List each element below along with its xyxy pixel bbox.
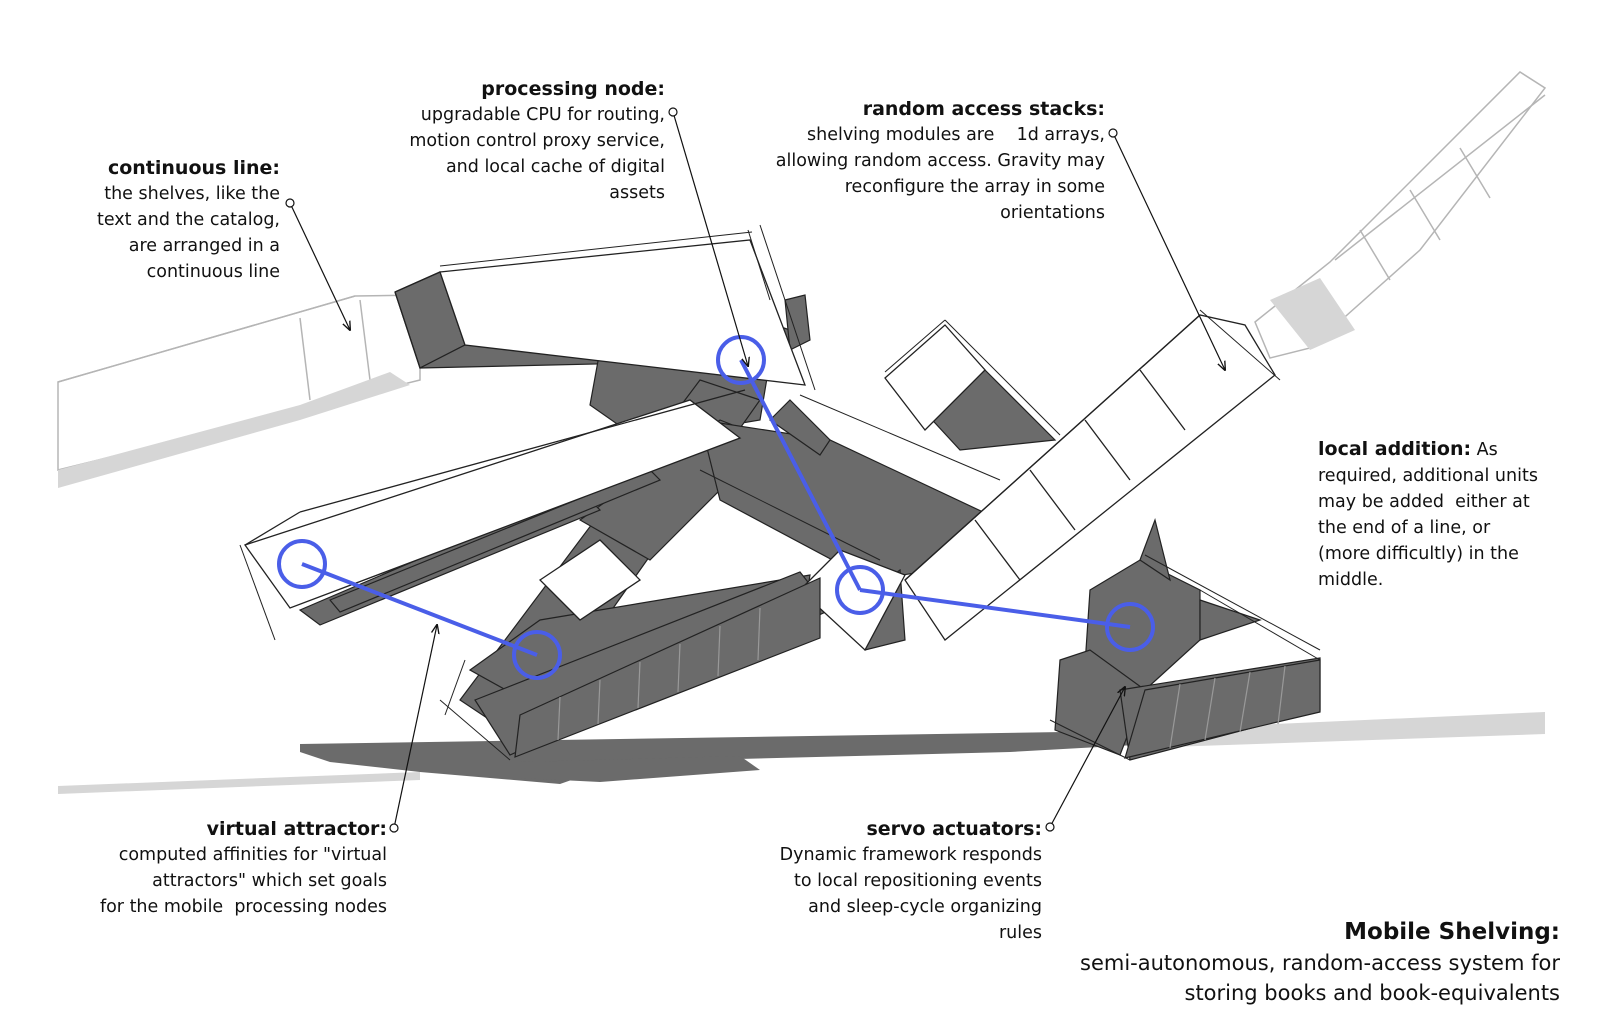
- attractor-link: [859, 588, 1131, 629]
- diagram-subtitle: semi-autonomous, random-access system fo…: [1080, 951, 1560, 975]
- label-continuous-line: continuous line: the shelves, like the t…: [90, 155, 280, 285]
- label-text: attractors" which set goals: [152, 871, 387, 891]
- shelf-faces: [243, 239, 1276, 652]
- label-text: required, additional units: [1318, 466, 1538, 486]
- label-text: upgradable CPU for routing,: [420, 105, 665, 125]
- label-text: middle.: [1318, 570, 1384, 590]
- attractor-node: [835, 565, 885, 615]
- label-text: (more difficultly) in the: [1318, 544, 1519, 564]
- label-text: the end of a line, or: [1318, 518, 1491, 538]
- label-text: and sleep-cycle organizing: [808, 897, 1042, 917]
- attractor-link: [301, 562, 538, 657]
- label-text: Dynamic framework responds: [779, 845, 1042, 865]
- label-text: to local repositioning events: [794, 871, 1042, 891]
- label-text: text and the catalog,: [96, 210, 280, 230]
- label-random-access-stacks: random access stacks: shelving modules a…: [745, 96, 1105, 226]
- attractor-network: [277, 335, 1155, 680]
- label-text: allowing random access. Gravity may: [775, 151, 1105, 171]
- construction-lines: [239, 224, 1321, 761]
- attractor-node: [512, 630, 562, 680]
- attractor-node: [1105, 602, 1155, 652]
- ghost-shadow-left: [58, 372, 410, 488]
- leader-processing-node: [672, 111, 748, 366]
- shelf-right-box: [884, 324, 986, 431]
- label-text: motion control proxy service,: [409, 131, 665, 151]
- leader-servo-actuators: [1049, 687, 1125, 828]
- leader-virtual-attractor: [393, 625, 437, 829]
- label-text: computed affinities for "virtual: [118, 845, 387, 865]
- ghost-ground: [58, 712, 1545, 794]
- label-text: for the mobile processing nodes: [99, 897, 387, 917]
- label-title: servo actuators:: [866, 818, 1042, 840]
- label-title: continuous line:: [107, 157, 280, 179]
- label-text: As: [1471, 440, 1498, 460]
- shelf-lower-right: [1124, 659, 1321, 759]
- label-text: the shelves, like the: [104, 184, 280, 204]
- label-text: may be added either at: [1318, 492, 1530, 512]
- leader-continuous-line: [289, 202, 350, 330]
- label-servo-actuators: servo actuators: Dynamic framework respo…: [735, 816, 1042, 946]
- attractor-node: [716, 335, 766, 385]
- attractor-node: [277, 539, 327, 589]
- label-title: virtual attractor:: [206, 818, 387, 840]
- attractor-link: [739, 359, 862, 591]
- label-title: local addition:: [1318, 438, 1472, 460]
- shelf-lower-left: [514, 577, 821, 758]
- label-text: are arranged in a: [128, 236, 280, 256]
- diagram-title-block: Mobile Shelving: semi-autonomous, random…: [1080, 916, 1560, 1008]
- label-title: processing node:: [481, 78, 665, 100]
- label-title: random access stacks:: [862, 98, 1105, 120]
- ghost-shelf-right: [1254, 71, 1547, 359]
- label-text: orientations: [1000, 203, 1105, 223]
- diagram-title: Mobile Shelving:: [1344, 919, 1560, 945]
- label-text: reconfigure the array in some: [844, 177, 1105, 197]
- label-virtual-attractor: virtual attractor: computed affinities f…: [60, 816, 387, 920]
- shelf-top: [439, 239, 806, 386]
- label-local-addition: local addition: As required, additional …: [1318, 436, 1568, 593]
- label-text: assets: [609, 183, 665, 203]
- label-text: continuous line: [146, 262, 280, 282]
- label-text: rules: [998, 923, 1042, 943]
- label-text: shelving modules are 1d arrays,: [806, 125, 1105, 145]
- label-text: and local cache of digital: [445, 157, 665, 177]
- diagram-subtitle: storing books and book-equivalents: [1184, 981, 1561, 1005]
- shelf-left-long: [243, 399, 742, 609]
- leader-lines: [285, 107, 1225, 833]
- ghost-shadow-right: [1270, 278, 1355, 350]
- leader-random-access: [1112, 132, 1225, 370]
- label-processing-node: processing node: upgradable CPU for rout…: [380, 76, 665, 206]
